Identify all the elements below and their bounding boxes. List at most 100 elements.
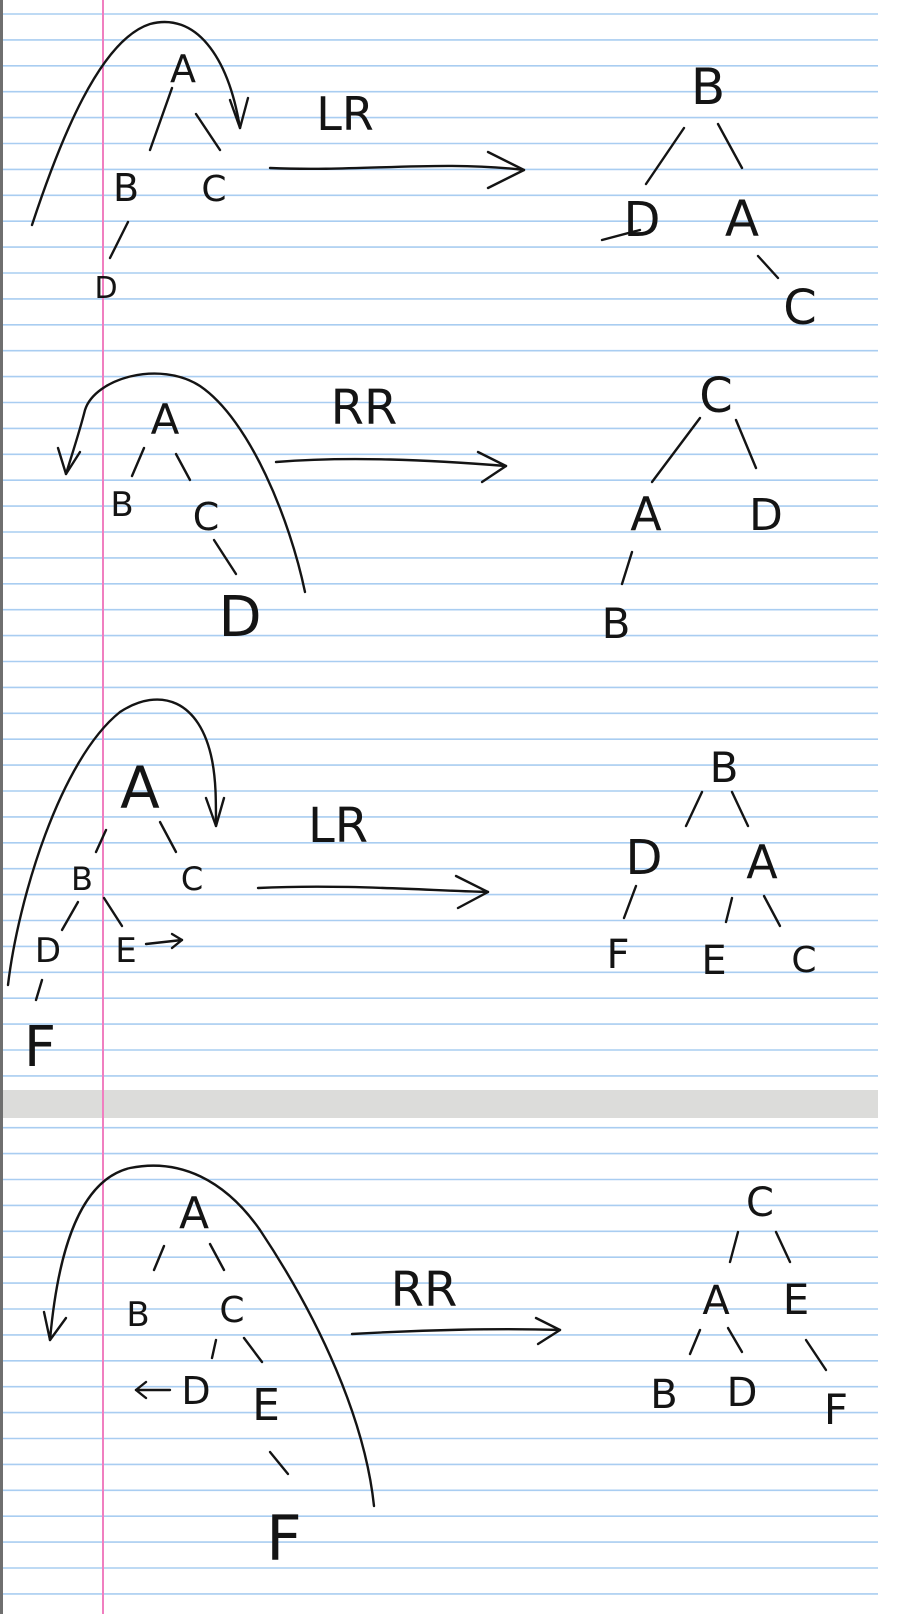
tree-node: F: [824, 1385, 848, 1434]
tree-node: D: [624, 192, 661, 248]
edge: [620, 550, 634, 586]
tree-node: C: [791, 940, 816, 981]
edge: [684, 790, 704, 828]
rotation-curve-arrow: [64, 372, 307, 594]
rotation-label: RR: [331, 380, 398, 436]
arrowhead: [204, 796, 226, 828]
edge: [242, 1336, 264, 1364]
tree-node: B: [113, 166, 139, 210]
tree-node: A: [151, 395, 180, 444]
window-left-edge: [0, 0, 3, 1614]
tree-node: F: [24, 1015, 56, 1080]
tree-node: C: [746, 1180, 774, 1226]
rotation-curve-arrow: [48, 1164, 376, 1508]
tree-node: B: [110, 485, 133, 525]
arrowhead: [228, 96, 250, 130]
edge: [774, 1230, 792, 1264]
ruled-lines: [0, 13, 878, 1595]
rotation-section-2: A B C D RR C A D B: [56, 368, 783, 650]
edge: [102, 896, 124, 928]
rotation-label: RR: [391, 1262, 458, 1318]
tree-node: C: [783, 280, 817, 336]
arrowhead: [476, 450, 508, 484]
arrowhead: [170, 932, 184, 950]
tree-node: D: [35, 931, 61, 971]
edge: [210, 1338, 218, 1360]
edge: [734, 418, 758, 470]
edge: [268, 1450, 290, 1476]
tree-node: B: [650, 1372, 677, 1418]
tree-node: A: [702, 1278, 730, 1324]
edge: [762, 894, 782, 928]
tree-node: C: [193, 495, 220, 539]
edge: [60, 900, 80, 932]
tree-node: B: [71, 860, 93, 898]
arrowhead: [486, 150, 526, 190]
edge: [174, 452, 192, 482]
page-right-edge: [880, 0, 902, 1614]
edge: [94, 828, 108, 854]
tree-node: F: [266, 1502, 302, 1575]
edge: [650, 416, 702, 484]
arrowhead: [42, 1310, 68, 1342]
tree-node: D: [94, 271, 117, 306]
tree-node: B: [710, 743, 739, 792]
tree-node: B: [691, 58, 725, 116]
tree-node: D: [181, 1369, 210, 1413]
transform-arrow: [274, 457, 508, 468]
tree-node: C: [181, 860, 203, 898]
tree-node: E: [252, 1380, 280, 1431]
tree-node: B: [602, 599, 631, 648]
edge: [804, 1338, 828, 1372]
edge: [208, 1242, 226, 1272]
tree-node: F: [606, 932, 629, 978]
edge: [148, 86, 174, 152]
page-break-band: [0, 1090, 878, 1118]
edge: [724, 896, 734, 924]
edge: [194, 112, 222, 152]
arrowhead: [134, 1380, 148, 1400]
edge: [34, 978, 44, 1002]
edge: [726, 1326, 744, 1354]
transform-arrow: [268, 164, 526, 172]
arrowhead: [454, 874, 490, 910]
tree-node: D: [727, 1370, 758, 1416]
tree-node: A: [179, 1188, 209, 1239]
rotation-section-1: A B C D LR B D A C: [30, 20, 817, 336]
tree-node: E: [701, 938, 726, 984]
edge: [716, 122, 744, 170]
edge: [212, 538, 238, 576]
tree-node: A: [630, 487, 662, 541]
tree-node: C: [219, 1290, 244, 1331]
tree-node: A: [725, 190, 759, 248]
tree-node: C: [699, 368, 733, 424]
rotation-label: LR: [308, 798, 368, 854]
tree-node: D: [749, 490, 783, 541]
tree-node: C: [201, 169, 226, 210]
edge: [688, 1328, 702, 1356]
tree-node: D: [626, 830, 663, 886]
edge: [158, 820, 178, 854]
edge: [108, 220, 130, 260]
transform-arrow: [256, 885, 490, 894]
rotation-section-4: A B C D E F RR C A E B D F: [42, 1164, 848, 1575]
tree-node: A: [120, 754, 160, 822]
edge: [756, 254, 780, 280]
rotation-label: LR: [316, 87, 374, 141]
arrowhead: [56, 446, 82, 476]
edge: [644, 126, 686, 186]
transform-arrow: [350, 1328, 562, 1336]
tree-node: A: [746, 835, 778, 889]
tree-node: A: [170, 47, 196, 91]
small-arrow: [144, 938, 184, 946]
tree-node: E: [115, 931, 136, 971]
rotation-curve-arrow: [30, 20, 242, 227]
edge: [130, 446, 146, 478]
edge: [730, 790, 750, 828]
tree-node: E: [783, 1275, 810, 1324]
rotation-curve-arrow: [6, 698, 218, 987]
tree-node: B: [126, 1295, 149, 1335]
tree-node: D: [218, 585, 261, 650]
